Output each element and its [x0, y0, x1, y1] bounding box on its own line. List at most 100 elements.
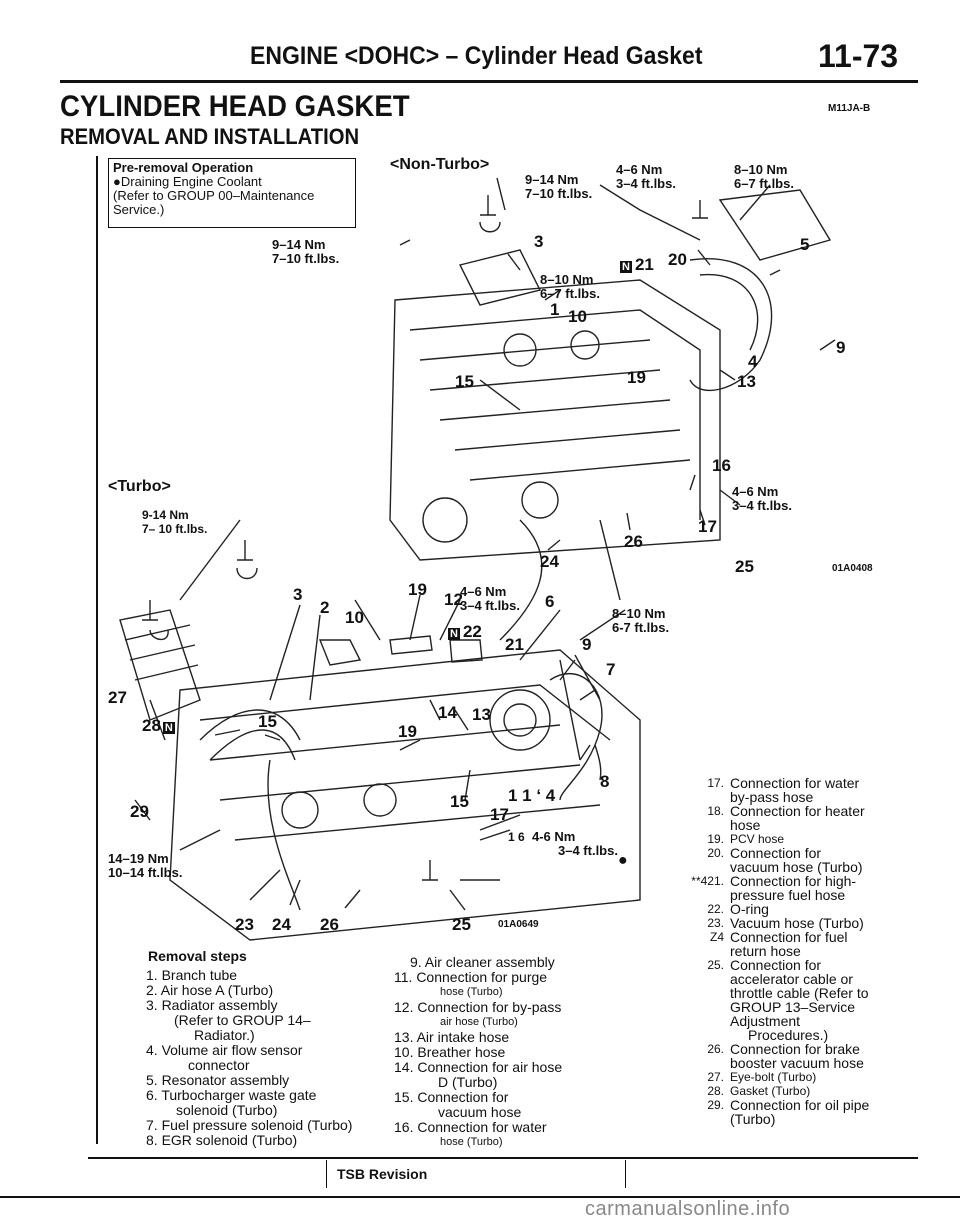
section-subtitle: REMOVAL AND INSTALLATION	[60, 124, 360, 149]
callout: 15	[258, 712, 277, 731]
section-code: M11JA-B	[828, 103, 871, 114]
step-item: 16. Connection for water	[394, 1119, 547, 1135]
pre-removal-line: Service.)	[113, 202, 165, 217]
step-item: (Refer to GROUP 14–	[174, 1012, 311, 1028]
page-header-title: ENGINE <DOHC> – Cylinder Head Gasket	[250, 42, 703, 70]
step-item: 10. Breather hose	[394, 1044, 506, 1060]
tsb-revision: TSB Revision	[326, 1160, 626, 1188]
watermark: carmanualsonline.info	[585, 1198, 791, 1220]
callout: 13	[472, 705, 491, 724]
callout: 25	[735, 557, 754, 576]
step-item: Procedures.)	[748, 1027, 829, 1043]
callout: 8	[600, 772, 610, 791]
new-part-icon: N	[620, 261, 632, 273]
bottom-turbo	[489, 689, 551, 751]
step-item: connector	[188, 1057, 250, 1073]
step-item: by-pass hose	[730, 789, 814, 805]
callout: 19	[408, 580, 427, 599]
step-item: hose	[730, 817, 761, 833]
callout: 15	[455, 372, 474, 391]
callout: 14	[438, 703, 457, 722]
figure-code: 01A0408	[832, 563, 873, 574]
callout: 3	[293, 585, 303, 604]
callout: 5	[800, 235, 810, 254]
top-engine-block	[389, 279, 721, 561]
callout: 29	[130, 802, 149, 821]
bottom-radiator	[119, 609, 201, 721]
step-item: 6. Turbocharger waste gate	[146, 1087, 317, 1103]
step-item: 20.Connection for	[707, 845, 822, 861]
step-item: 18.Connection for heater	[707, 803, 865, 819]
bottom-rule	[0, 1196, 960, 1198]
callout: 13	[737, 372, 756, 391]
step-item: 11. Connection for purge	[394, 969, 548, 985]
step-item: 3. Radiator assembly	[146, 997, 278, 1013]
step-item: 4. Volume air flow sensor	[146, 1042, 303, 1058]
step-item: booster vacuum hose	[730, 1055, 864, 1071]
callout: 15	[450, 792, 469, 811]
step-item: 7. Fuel pressure solenoid (Turbo)	[146, 1117, 353, 1133]
pre-removal-title: Pre-removal Operation	[113, 160, 254, 175]
callout: 9	[582, 635, 592, 654]
callout: 1 1 ‘ 4	[508, 786, 556, 805]
callout: 26	[624, 532, 643, 551]
left-margin-rule	[96, 156, 98, 1144]
callout: 20	[668, 250, 687, 269]
step-item: solenoid (Turbo)	[176, 1102, 278, 1118]
bottom-branch-tube	[199, 709, 301, 741]
callout: 4	[748, 352, 758, 371]
top-bracket	[458, 249, 542, 306]
callout: 7	[606, 660, 616, 679]
step-item: throttle cable (Refer to	[730, 985, 869, 1001]
step-item: hose (Turbo)	[440, 1136, 503, 1148]
step-item: 28.Gasket (Turbo)	[707, 1084, 811, 1098]
step-item: vacuum hose (Turbo)	[730, 859, 863, 875]
section-title: CYLINDER HEAD GASKET	[60, 90, 410, 123]
pre-removal-line: ●Draining Engine Coolant	[113, 174, 262, 189]
callout: 24	[540, 552, 559, 571]
step-item: pressure fuel hose	[730, 887, 846, 903]
step-item: 27.Eye-bolt (Turbo)	[707, 1070, 817, 1084]
callout: 27	[108, 688, 127, 707]
step-item: 12. Connection for by-pass	[394, 999, 562, 1015]
bottom-engine-block	[169, 649, 641, 941]
step-item: D (Turbo)	[438, 1074, 498, 1090]
step-item: 26.Connection for brake	[707, 1041, 860, 1057]
callout: 19	[398, 722, 417, 741]
step-item: 8. EGR solenoid (Turbo)	[146, 1132, 298, 1148]
figure-code: 01A0649	[498, 919, 539, 930]
variant-non-turbo: <Non-Turbo>	[390, 156, 490, 173]
step-item: 19.PCV hose	[707, 832, 785, 846]
callout: 10	[345, 608, 364, 627]
bullet-icon: ●	[618, 852, 628, 869]
callout: 10	[568, 307, 587, 326]
step-item: 15. Connection for	[394, 1089, 509, 1105]
callout: 24	[272, 915, 291, 934]
callout: 16	[712, 456, 731, 475]
step-item: vacuum hose	[438, 1104, 522, 1120]
footer-rule	[88, 1157, 918, 1159]
callout: 6	[545, 592, 555, 611]
removal-steps-col3: 17.Connection for water by-pass hose 18.…	[691, 776, 954, 1126]
step-item: 22.O-ring	[707, 901, 769, 917]
new-part-icon: N	[448, 628, 460, 640]
removal-steps-col1: 1. Branch tube 2. Air hose A (Turbo) 3. …	[146, 968, 352, 1148]
step-item: return hose	[730, 943, 801, 959]
top-intake-duct	[689, 258, 773, 391]
step-item: 25.Connection for	[707, 957, 822, 973]
callout: 17	[698, 517, 717, 536]
callout: 3	[534, 232, 544, 251]
callout: 19	[627, 368, 646, 387]
step-item: 1. Branch tube	[146, 967, 238, 983]
